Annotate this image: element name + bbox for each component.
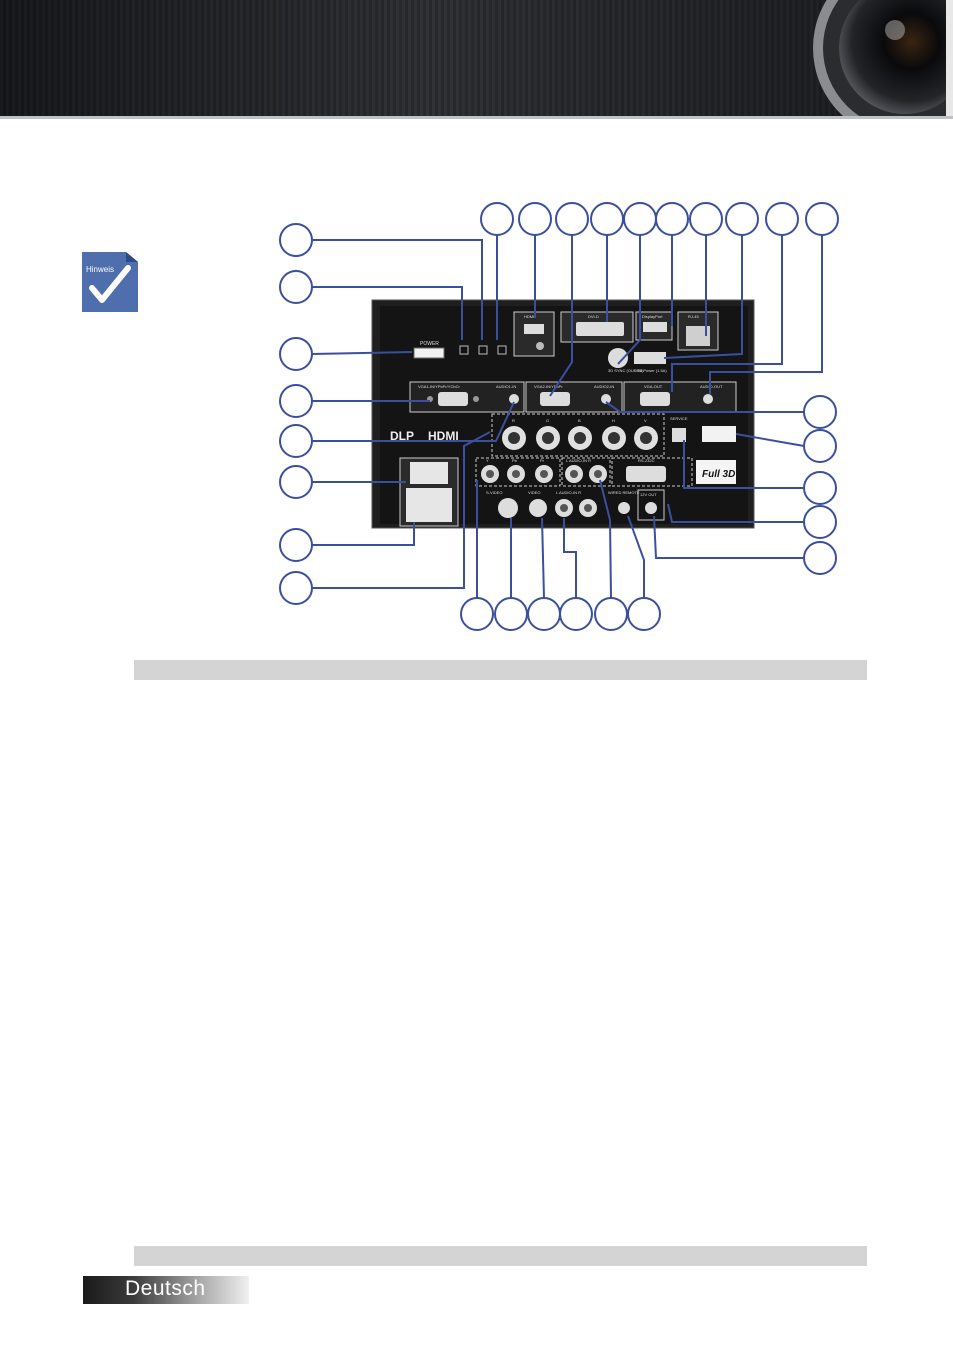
note-label: Hinweis [86,265,114,274]
full3d-badge [696,460,736,484]
power-switch[interactable] [410,462,448,484]
svg-text:VGA-OUT: VGA-OUT [644,384,663,389]
service-port [672,428,686,442]
svg-text:L AUDIO-IN R: L AUDIO-IN R [556,490,581,495]
svg-text:VGA2-IN/YPbPr: VGA2-IN/YPbPr [534,384,563,389]
svg-text:H: H [612,418,615,423]
svg-text:Pb: Pb [512,458,518,463]
svg-text:S-VIDEO: S-VIDEO [486,490,502,495]
svg-text:12V OUT: 12V OUT [640,492,657,497]
rca-audio-jacks-lower [555,499,597,517]
note-checkmark-icon: Hinweis [82,252,138,312]
bnc-group [491,413,665,457]
svg-text:Y: Y [486,458,489,463]
svg-text:RS-232C: RS-232C [638,458,655,463]
rca-component-jacks [481,465,553,483]
svg-text:RJ-45: RJ-45 [688,314,699,319]
audio-out-port [703,394,713,404]
3d-sync-port [608,348,628,368]
vga2-port [540,392,570,406]
power-button[interactable] [413,347,445,359]
hdmi-port [524,324,544,334]
page-header-banner [0,0,953,116]
section-divider-bottom [134,1246,867,1266]
svg-text:AUDIO2-IN: AUDIO2-IN [594,384,614,389]
power-label: POWER [420,341,439,347]
hdmi-logo: HDMI [428,429,459,443]
ac-inlet [406,488,452,522]
callout-markers [279,202,839,631]
usb-power-port [634,352,666,364]
dvi-port [576,322,624,336]
audio1-port [509,394,519,404]
svg-text:WIRED REMOTE: WIRED REMOTE [608,490,640,495]
video-port [529,499,547,517]
svg-text:VGA1-IN/YPbPr/YCbCr: VGA1-IN/YPbPr/YCbCr [418,384,460,389]
vga-out-port [640,392,670,406]
header-divider [0,116,953,119]
svg-text:VIDEO: VIDEO [528,490,540,495]
footer-language-label: Deutsch [125,1277,206,1300]
led-lamp [497,345,507,355]
svg-text:AUDIO-OUT: AUDIO-OUT [700,384,723,389]
svg-text:DVI-D: DVI-D [588,314,599,319]
dlp-logo: DLP [390,429,414,443]
callout-lines [311,235,823,599]
svg-text:L AUDIO-IN R: L AUDIO-IN R [566,458,591,463]
vga1-port [438,392,468,406]
svg-text:3D SYNC (OUT 5V): 3D SYNC (OUT 5V) [608,368,644,373]
led-temp [478,345,488,355]
rj45-port [686,326,710,346]
svg-text:DisplayPort: DisplayPort [642,314,663,319]
displayport-port [643,322,667,332]
footer-language-tab [83,1276,249,1304]
component-group [475,457,561,487]
audio2-port [601,394,611,404]
section-divider-top [134,660,867,680]
bnc-connectors: R G B H V [502,418,658,450]
rs232-port [626,466,666,482]
led-power [459,345,469,355]
svg-text:HDMI: HDMI [524,314,534,319]
lens-graphic [813,0,953,116]
12v-out-port [645,502,657,514]
svg-text:Pr: Pr [540,458,545,463]
svg-text:G: G [546,418,549,423]
svideo-port [498,498,518,518]
svg-text:USB Power (1.5A): USB Power (1.5A) [634,368,667,373]
svg-text:B: B [578,418,581,423]
wired-remote-port [618,502,630,514]
svg-text:R: R [512,418,515,423]
svg-text:AUDIO1-IN: AUDIO1-IN [496,384,516,389]
svg-text:Full 3D: Full 3D [702,469,735,480]
ir-receiver [702,426,736,442]
svg-text:V: V [644,418,647,423]
svg-text:SERVICE: SERVICE [670,416,688,421]
rca-audio-jacks-upper [565,465,607,483]
